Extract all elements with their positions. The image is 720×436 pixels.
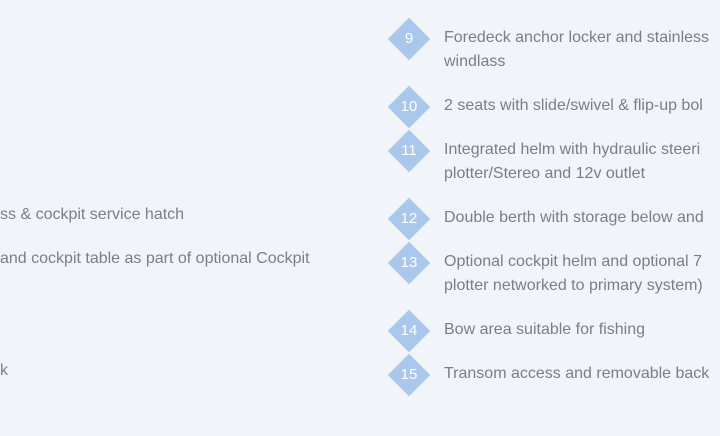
number-badge: 14 <box>387 309 431 353</box>
number-badge: 13 <box>387 241 431 285</box>
feature-line: Integrated helm with hydraulic steeri <box>444 141 701 158</box>
feature-line: Foredeck anchor locker and stainless <box>444 29 710 46</box>
feature-text: Integrated helm with hydraulic steeri pl… <box>444 138 700 186</box>
feature-text: Transom access and removable back <box>444 362 709 386</box>
feature-line: Optional cockpit helm and optional 7 <box>444 253 702 270</box>
feature-line: windlass <box>444 53 506 70</box>
feature-text: Bow area suitable for fishing <box>444 318 645 342</box>
badge-number: 15 <box>400 366 418 383</box>
badge-number: 10 <box>400 98 418 115</box>
feature-text: 2 seats with slide/swivel & flip-up bol <box>444 94 703 118</box>
feature-line: Bow area suitable for fishing <box>444 321 645 338</box>
left-feature-text: k <box>0 362 8 379</box>
number-badge: 12 <box>387 197 431 241</box>
feature-line: plotter networked to primary system) <box>444 277 703 294</box>
feature-text: Optional cockpit helm and optional 7 plo… <box>444 250 703 298</box>
left-feature-text: and cockpit table as part of optional Co… <box>0 250 310 267</box>
badge-number: 14 <box>400 322 418 339</box>
number-badge: 9 <box>387 17 431 61</box>
number-badge: 10 <box>387 85 431 129</box>
number-badge: 15 <box>387 353 431 397</box>
badge-number: 9 <box>404 30 414 47</box>
badge-number: 13 <box>400 254 418 271</box>
feature-text: Foredeck anchor locker and stainless win… <box>444 26 709 74</box>
left-feature-text: ss & cockpit service hatch <box>0 206 185 223</box>
feature-line: 2 seats with slide/swivel & flip-up bol <box>444 97 703 114</box>
badge-number: 12 <box>400 210 418 227</box>
badge-number: 11 <box>401 142 417 159</box>
feature-line: Transom access and removable back <box>444 365 710 382</box>
number-badge: 11 <box>387 129 431 173</box>
feature-line: plotter/Stereo and 12v outlet <box>444 165 646 182</box>
feature-text: Double berth with storage below and <box>444 206 704 230</box>
feature-line: Double berth with storage below and <box>444 209 704 226</box>
